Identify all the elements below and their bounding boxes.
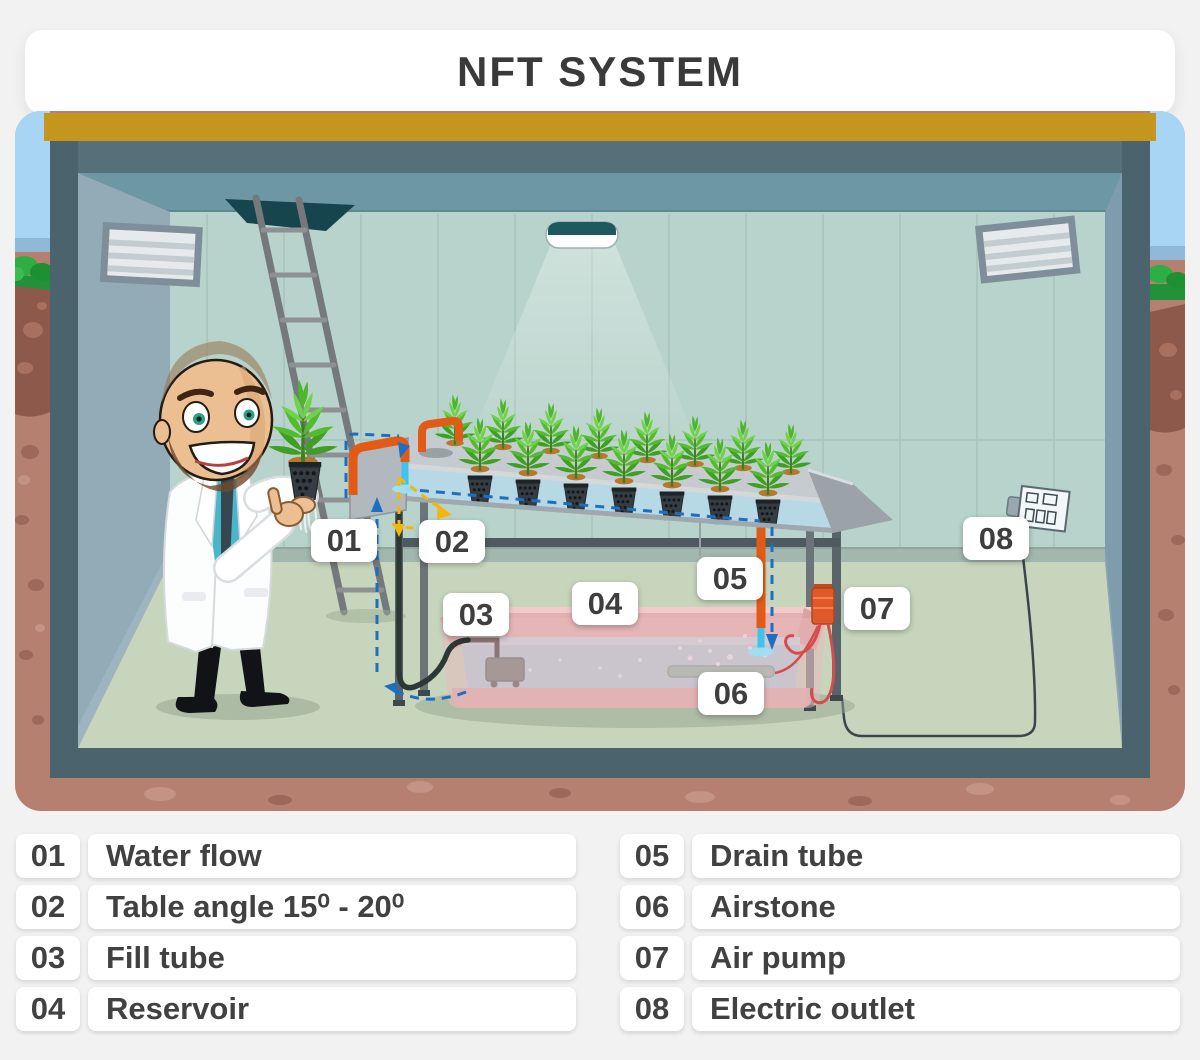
character-head <box>153 341 274 492</box>
electric-outlet <box>1005 484 1071 533</box>
title-card: NFT SYSTEM <box>25 30 1175 114</box>
tie <box>221 477 234 562</box>
outdoor-cross-section <box>15 111 1185 806</box>
diagram-marker-01: 01 <box>311 519 377 562</box>
grass-right <box>1147 265 1185 300</box>
diagram-marker-04: 04 <box>572 582 638 625</box>
table-right-end <box>808 470 893 533</box>
legend-num-01: 01 <box>16 834 80 878</box>
thumbs-up-hand <box>213 487 304 583</box>
legend-label-table-angle: Table angle 15⁰ - 20⁰ <box>88 885 576 929</box>
page-title: NFT SYSTEM <box>456 48 743 95</box>
legend-num-07: 07 <box>620 936 684 980</box>
air-pump <box>811 584 835 625</box>
right-vent-icon <box>975 215 1081 284</box>
diagram-marker-03: 03 <box>443 593 509 636</box>
legend-num-05: 05 <box>620 834 684 878</box>
diagram-marker-05: 05 <box>697 557 763 600</box>
diagram-marker-06: 06 <box>698 672 764 715</box>
legend-label-water-flow: Water flow <box>88 834 576 878</box>
air-tubes <box>774 623 836 705</box>
diagram-marker-02: 02 <box>419 520 485 563</box>
angle-arrows <box>393 504 452 537</box>
character-legs <box>175 638 290 713</box>
legend-label-drain-tube: Drain tube <box>692 834 1180 878</box>
channel-interior <box>403 474 782 533</box>
legend-num-03: 03 <box>16 936 80 980</box>
left-vent-icon <box>99 222 203 288</box>
legend-label-reservoir: Reservoir <box>88 987 576 1031</box>
power-cord <box>840 515 1037 738</box>
room-frame <box>50 141 1150 778</box>
diagram-illustration <box>15 111 1185 811</box>
legend-num-08: 08 <box>620 987 684 1031</box>
scientist-character <box>153 341 338 713</box>
roof-bar <box>44 113 1156 141</box>
legend-label-fill-tube: Fill tube <box>88 936 576 980</box>
ceiling-light-icon <box>545 221 619 249</box>
legend-label-air-pump: Air pump <box>692 936 1180 980</box>
legend-label-electric-outlet: Electric outlet <box>692 987 1180 1031</box>
diagram-marker-07: 07 <box>844 587 910 630</box>
water-flow-arrows <box>371 442 778 695</box>
legend-num-02: 02 <box>16 885 80 929</box>
diagram-marker-08: 08 <box>963 517 1029 560</box>
grass-left <box>15 256 54 292</box>
legend-num-06: 06 <box>620 885 684 929</box>
nft-table <box>349 435 893 533</box>
fill-tube <box>396 493 471 691</box>
legend-label-airstone: Airstone <box>692 885 1180 929</box>
legend-num-04: 04 <box>16 987 80 1031</box>
